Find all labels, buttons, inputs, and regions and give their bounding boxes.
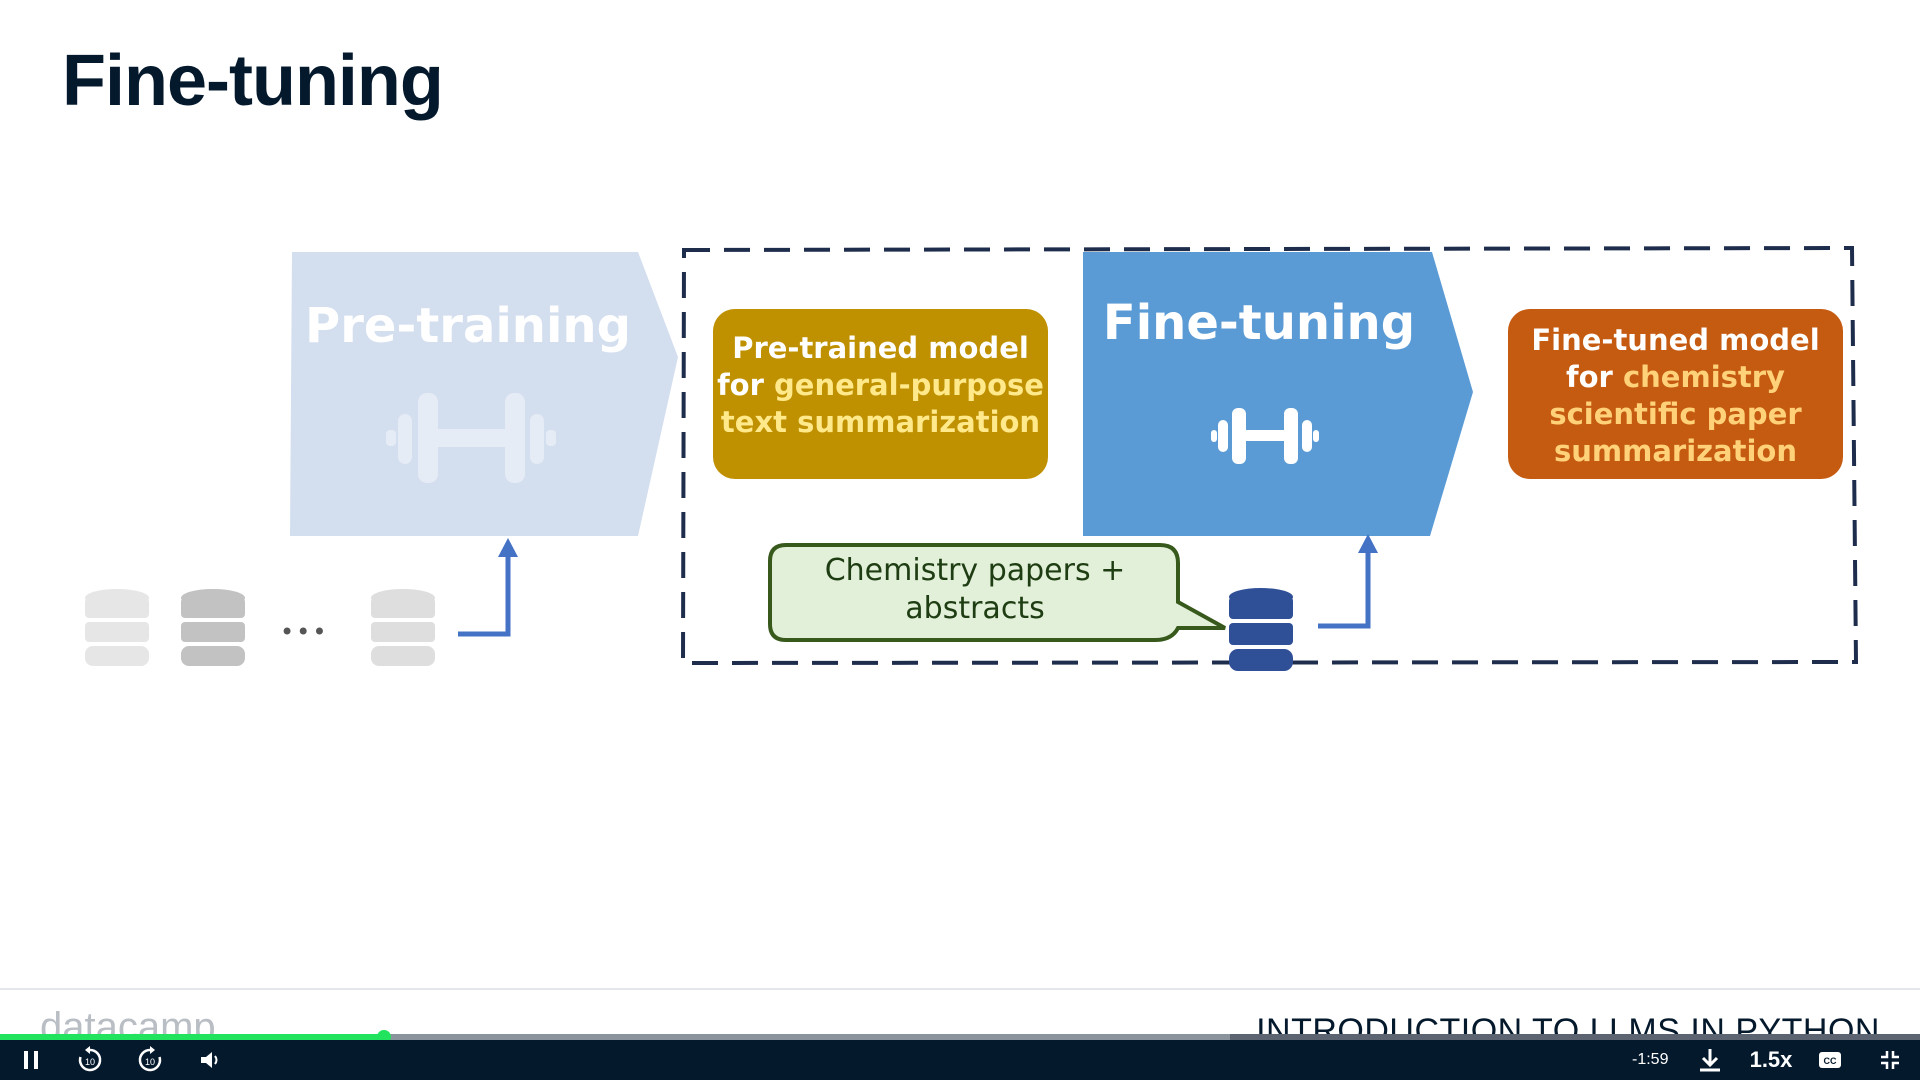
download-icon [1700, 1049, 1720, 1072]
bubble-text: Chemistry papers + abstracts [770, 552, 1180, 627]
dataset-speech-bubble [768, 543, 1226, 642]
ellipsis: ••• [280, 618, 329, 646]
finetuning-label: Fine-tuning [1102, 295, 1416, 351]
finetuning-connector-arrowhead [1358, 534, 1378, 553]
pretrained-model-box [713, 309, 1048, 479]
forward-10-button[interactable]: 10 [130, 1040, 170, 1080]
volume-icon [201, 1052, 218, 1068]
pause-icon [24, 1051, 38, 1069]
svg-text:CC: CC [1824, 1056, 1837, 1066]
finetuned-model-line2: for chemistry [1508, 359, 1843, 396]
rewind-seconds: 10 [85, 1057, 95, 1067]
bubble-line2: abstracts [905, 590, 1045, 626]
finetuned-model-text: Fine-tuned model for chemistry scientifi… [1508, 322, 1843, 470]
finetuned-model-for: for [1566, 360, 1623, 395]
finetuning-arrow [1083, 252, 1473, 536]
chemistry-database-icon [1229, 588, 1293, 671]
pause-button[interactable] [14, 1040, 48, 1080]
pretrained-model-line1: Pre-trained model [732, 331, 1029, 365]
download-button[interactable] [1692, 1040, 1728, 1080]
exit-fullscreen-button[interactable] [1872, 1040, 1908, 1080]
database-icon-1 [85, 589, 149, 666]
pretraining-connector-arrow [458, 553, 511, 637]
playback-speed-button[interactable]: 1.5x [1749, 1047, 1793, 1072]
finetuned-model-line1: Fine-tuned model [1531, 323, 1820, 357]
forward-icon: 10 [138, 1046, 162, 1072]
player-controls: 10 10 -1:59 1.5x CC [0, 1040, 1920, 1080]
exit-fullscreen-icon [1881, 1051, 1899, 1069]
rewind-10-button[interactable]: 10 [72, 1040, 108, 1080]
general-purpose-highlight: general-purpose [774, 368, 1044, 403]
volume-button[interactable] [194, 1040, 228, 1080]
slide-title: Fine-tuning [62, 41, 444, 121]
captions-button[interactable]: CC [1812, 1040, 1848, 1080]
pretraining-label: Pre-training [305, 298, 631, 354]
dumbbell-icon [1211, 408, 1319, 464]
pretrained-model-for: for [717, 368, 775, 403]
forward-seconds: 10 [145, 1057, 155, 1067]
dumbbell-faded-icon [386, 393, 556, 483]
captions-icon: CC [1819, 1052, 1841, 1068]
footer-divider [0, 988, 1920, 990]
finetuning-scope-frame [680, 245, 1859, 666]
database-icon-3 [371, 589, 435, 666]
pretrained-model-text: Pre-trained model for general-purpose te… [713, 330, 1048, 441]
database-icon-2 [181, 589, 245, 666]
finetuning-connector-arrow [1318, 550, 1371, 629]
pretrained-model-line3: text summarization [720, 405, 1041, 440]
bubble-line1: Chemistry papers + [824, 553, 1126, 588]
pretraining-connector-arrowhead [498, 538, 518, 557]
pretrained-model-line2: for general-purpose [713, 367, 1048, 404]
rewind-icon: 10 [78, 1046, 102, 1072]
pretraining-arrow [290, 252, 678, 536]
finetuned-model-line4: summarization [1554, 434, 1797, 469]
finetuned-model-box [1508, 309, 1843, 479]
progress-fill [0, 1034, 384, 1040]
chemistry-highlight: chemistry [1622, 360, 1785, 395]
progress-buffer [0, 1034, 1230, 1040]
finetuned-model-line3: scientific paper [1549, 397, 1802, 432]
time-remaining: -1:59 [1632, 1051, 1669, 1068]
